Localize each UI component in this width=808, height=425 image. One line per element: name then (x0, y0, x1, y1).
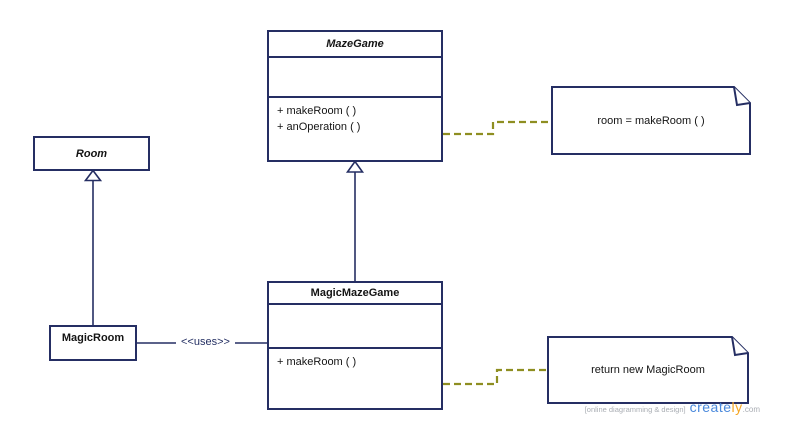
class-title-room: Room (75, 147, 108, 160)
uses-stereotype-label: <<uses>> (176, 336, 235, 348)
watermark-tagline: [online diagramming & design] (584, 405, 686, 414)
class-box-room: Room (33, 136, 150, 171)
class-box-mazegame: MazeGame + makeRoom ( ) + anOperation ( … (267, 30, 443, 162)
method-makeroom: + makeRoom ( ) (277, 105, 357, 117)
method-makeroom-magic: + makeRoom ( ) (277, 356, 357, 368)
note-shape-mazegame (551, 86, 751, 155)
note-connector-mazegame (443, 120, 552, 136)
class-box-magicmazegame: MagicMazeGame + makeRoom ( ) (267, 281, 443, 410)
creately-watermark: [online diagramming & design] create ly … (560, 399, 760, 415)
note-text-mazegame: room = makeRoom ( ) (597, 114, 705, 127)
watermark-brand-blue: create (689, 399, 732, 415)
attributes-compartment-mazegame (269, 58, 441, 98)
attributes-compartment-magicmazegame (269, 305, 441, 349)
method-anoperation: + anOperation ( ) (277, 121, 361, 133)
watermark-domain-suffix: .com (742, 405, 760, 414)
watermark-brand-orange: ly (731, 399, 743, 415)
note-text-magicmazegame: return new MagicRoom (591, 364, 705, 376)
note-fold-corner-bottom (731, 336, 749, 357)
note-shape-magicmazegame (547, 336, 749, 404)
note-fold-corner-top (733, 86, 751, 107)
note-connector-magicmazegame (443, 368, 548, 386)
generalization-arrowhead-mazegame (345, 160, 365, 173)
generalization-arrowhead-room (83, 169, 103, 182)
class-title-magicroom: MagicRoom (61, 332, 125, 344)
class-title-mazegame: MazeGame (269, 32, 441, 58)
class-title-magicmazegame: MagicMazeGame (269, 283, 441, 305)
class-box-magicroom: MagicRoom (49, 325, 137, 361)
methods-compartment-magicmazegame: + makeRoom ( ) (269, 349, 441, 370)
methods-compartment-mazegame: + makeRoom ( ) + anOperation ( ) (269, 98, 441, 135)
